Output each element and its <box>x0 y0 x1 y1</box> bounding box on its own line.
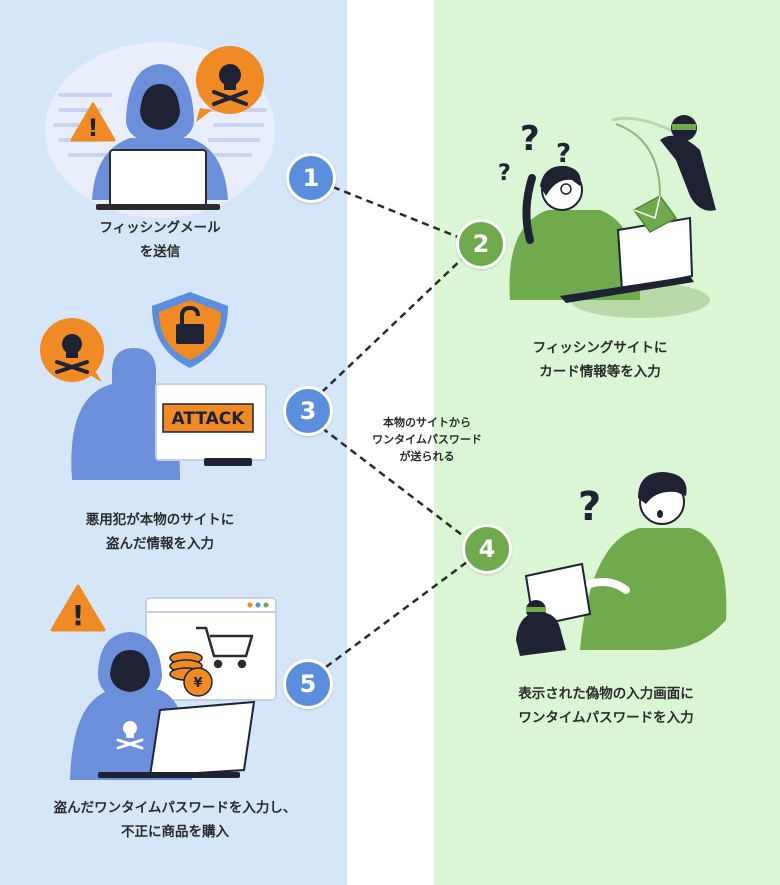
svg-text:?: ? <box>556 139 571 169</box>
connector-3-4 <box>321 427 467 539</box>
step-1-caption-line: フィッシングメール <box>99 220 221 236</box>
step-5-caption-line: 不正に商品を購入 <box>121 824 229 840</box>
shopping-cart-icon <box>196 626 254 669</box>
step-5-caption-line: 盗んだワンタイムパスワードを入力し、 <box>53 800 297 816</box>
step-2-caption-line: カード情報等を入力 <box>539 364 661 380</box>
step-4-caption: 表示された偽物の入力画面に ワンタイムパスワードを入力 <box>466 682 746 730</box>
victim-phishing-illustration: ? ? ? <box>498 115 716 318</box>
skull-icon <box>196 46 264 122</box>
connector-4-5 <box>325 560 468 669</box>
svg-text:?: ? <box>498 161 511 186</box>
hacker-email-illustration: ! <box>45 42 275 218</box>
step-3-caption-line: 悪用犯が本物のサイトに <box>85 512 235 528</box>
skull-icon <box>40 318 104 382</box>
skull-icon <box>116 721 144 750</box>
step-4-caption-line: 表示された偽物の入力画面に <box>518 686 694 702</box>
otp-sent-note: 本物のサイトから ワンタイムパスワード が送られる <box>352 414 502 465</box>
step-4-badge: 4 <box>462 524 512 574</box>
question-mark-icon: ? <box>578 484 601 530</box>
step-3-caption: 悪用犯が本物のサイトに 盗んだ情報を入力 <box>30 508 290 556</box>
warning-icon: ! <box>70 102 116 142</box>
envelope-icon <box>632 195 678 233</box>
step-1-caption-line: を送信 <box>139 244 181 260</box>
otp-sent-note-line: ワンタイムパスワード <box>372 433 482 446</box>
otp-sent-note-line: 本物のサイトから <box>383 416 471 429</box>
svg-text:!: ! <box>72 599 85 632</box>
otp-sent-note-line: が送られる <box>399 450 455 463</box>
svg-text:?: ? <box>578 484 601 530</box>
victim-panel <box>434 0 780 885</box>
step-3-caption-line: 盗んだ情報を入力 <box>106 536 214 552</box>
svg-text:¥: ¥ <box>193 676 202 691</box>
svg-text:!: ! <box>88 114 99 142</box>
step-1-caption: フィッシングメール を送信 <box>60 216 260 264</box>
connector-2-3 <box>321 255 466 393</box>
step-4-caption-line: ワンタイムパスワードを入力 <box>518 710 694 726</box>
attacker-purchase-illustration: ¥ ! <box>50 584 277 780</box>
attacker-attack-illustration: ATTACK <box>40 292 267 480</box>
step-2-caption-line: フィッシングサイトに <box>532 340 668 356</box>
svg-text:ATTACK: ATTACK <box>172 409 246 429</box>
coin-stack-icon: ¥ <box>169 651 213 697</box>
connector-1-2 <box>332 185 459 239</box>
step-5-caption: 盗んだワンタイムパスワードを入力し、 不正に商品を購入 <box>10 796 340 844</box>
step-5-badge: 5 <box>283 659 333 709</box>
victim-otp-illustration: ? <box>516 472 727 656</box>
step-3-badge: 3 <box>283 386 333 436</box>
warning-icon: ! <box>50 584 106 632</box>
step-1-badge: 1 <box>286 153 336 203</box>
question-mark-icon: ? ? ? <box>498 119 571 186</box>
step-2-caption: フィッシングサイトに カード情報等を入力 <box>500 336 700 384</box>
step-2-badge: 2 <box>456 219 506 269</box>
svg-text:?: ? <box>520 119 540 159</box>
lock-shield-icon <box>152 292 228 368</box>
flow-connectors <box>321 185 468 669</box>
